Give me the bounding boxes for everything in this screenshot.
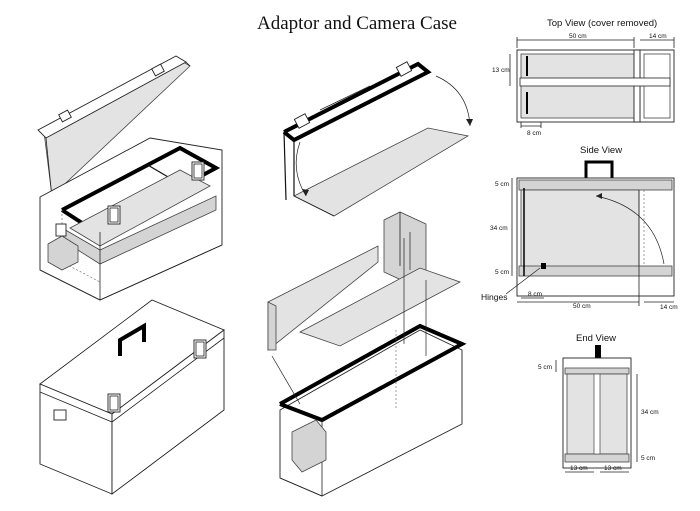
end-view-dim-top: 5 cm: [538, 364, 552, 371]
top-view-dim-depth: 13 cm: [492, 67, 510, 74]
top-view-dim-extra: 14 cm: [649, 33, 667, 40]
top-view-drawing: Top View (cover removed) 50 cm 14 cm 13 …: [492, 18, 675, 137]
end-view-dim-height: 34 cm: [641, 409, 659, 416]
top-view-title: Top View (cover removed): [547, 18, 657, 29]
side-view-dim-width: 50 cm: [573, 303, 591, 310]
side-view-dim-height: 34 cm: [490, 225, 508, 232]
page-title: Adaptor and Camera Case: [257, 13, 457, 34]
side-view-title: Side View: [580, 145, 622, 156]
side-view-dim-extra: 14 cm: [660, 304, 678, 311]
hinges-label: Hinges: [481, 292, 507, 302]
end-view-dim-right: 13 cm: [604, 465, 622, 472]
top-view-dim-width: 50 cm: [569, 33, 587, 40]
top-view-dim-offset: 8 cm: [527, 130, 541, 137]
exploded-case-illustration: [267, 211, 467, 497]
side-view-drawing: Side View 5 cm 34 cm 5 cm Hinges 8 cm 50…: [481, 145, 678, 311]
side-view-dim-bottom: 5 cm: [495, 269, 509, 276]
end-view-drawing: End View 5 cm 34 cm 5 cm 13 cm 13 cm: [538, 333, 659, 473]
end-view-dim-left: 13 cm: [570, 465, 588, 472]
side-view-dim-top: 5 cm: [495, 181, 509, 188]
end-view-title: End View: [576, 333, 616, 344]
end-view-dim-bottom: 5 cm: [641, 455, 655, 462]
closed-case-illustration: [39, 299, 225, 495]
lid-detail-illustration: [282, 61, 473, 217]
side-view-dim-offset: 8 cm: [528, 291, 542, 298]
open-case-illustration: [37, 55, 223, 301]
